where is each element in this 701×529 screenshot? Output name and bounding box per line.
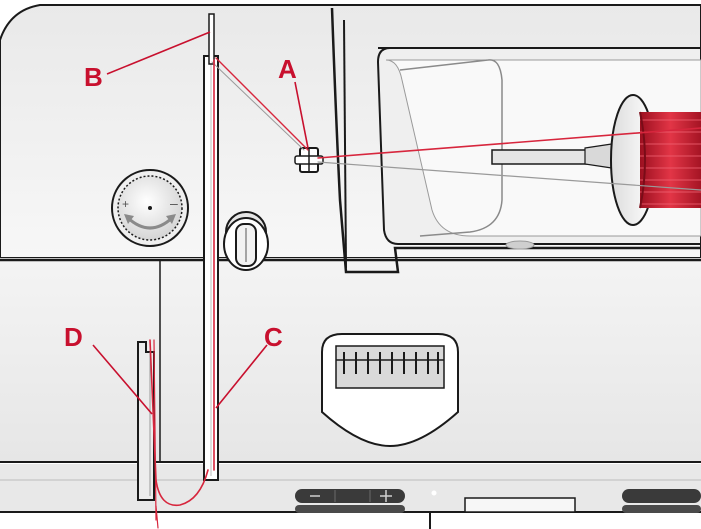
take-up-slot [203, 55, 219, 481]
thread-guide-knob-icon [223, 211, 269, 271]
spool-cover-outline [330, 7, 701, 274]
label-a: A [278, 54, 297, 84]
svg-text:–: – [170, 195, 178, 211]
display-window [464, 497, 576, 513]
spool-icon [491, 94, 701, 226]
label-d: D [64, 322, 83, 352]
thread-path [149, 57, 701, 529]
stitch-width-lever [321, 333, 459, 448]
svg-text:+: + [122, 197, 129, 211]
take-up-lever [208, 13, 215, 65]
thread-spool [640, 112, 701, 208]
tension-dial-icon: + – [111, 169, 189, 247]
label-b: B [84, 62, 103, 92]
thread-guide-a [294, 147, 324, 173]
function-buttons-right [622, 489, 701, 503]
callout-lines [92, 31, 309, 415]
bottom-panel [0, 464, 701, 512]
function-buttons-left [295, 489, 405, 513]
label-c: C [264, 322, 283, 352]
